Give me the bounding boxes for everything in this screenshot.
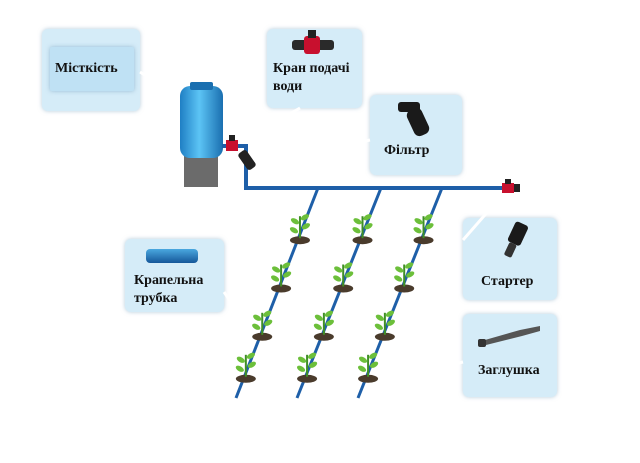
tank-label: Місткість	[55, 61, 118, 76]
drip-lines	[234, 187, 444, 399]
end-valve-icon	[502, 179, 520, 193]
tank-label-box	[50, 47, 134, 91]
plug-callout-icon	[478, 326, 540, 347]
filter-icon	[238, 150, 256, 170]
tank-icon	[180, 82, 223, 187]
tube-label: Крапельна трубка	[134, 273, 204, 306]
plant-1-4	[235, 352, 256, 383]
filter-label: Фільтр	[384, 143, 430, 158]
valve-label: Кран подачі води	[273, 61, 350, 94]
plant-3-1	[413, 214, 434, 245]
plant-2-3	[313, 310, 334, 341]
plant-3-3	[374, 310, 395, 341]
plant-2-4	[296, 352, 318, 383]
plant-3-2	[394, 262, 415, 293]
valve-callout-icon	[292, 30, 334, 54]
plant-2-2	[333, 262, 354, 293]
starter-label: Стартер	[481, 274, 534, 289]
plants	[235, 214, 434, 383]
plant-3-4	[357, 352, 379, 383]
valve-icon	[226, 135, 238, 151]
plant-1-1	[289, 214, 311, 245]
plant-1-2	[271, 262, 292, 293]
callout-pointers	[139, 70, 507, 387]
plant-2-1	[352, 214, 373, 245]
plug-label: Заглушка	[478, 363, 540, 378]
starter-callout	[463, 218, 557, 300]
filter-callout-icon	[398, 102, 430, 137]
main-pipe	[222, 144, 512, 190]
tube-callout-icon	[146, 249, 198, 263]
plug-callout	[463, 314, 557, 397]
plant-1-3	[252, 310, 273, 341]
starter-callout-icon	[504, 221, 528, 258]
